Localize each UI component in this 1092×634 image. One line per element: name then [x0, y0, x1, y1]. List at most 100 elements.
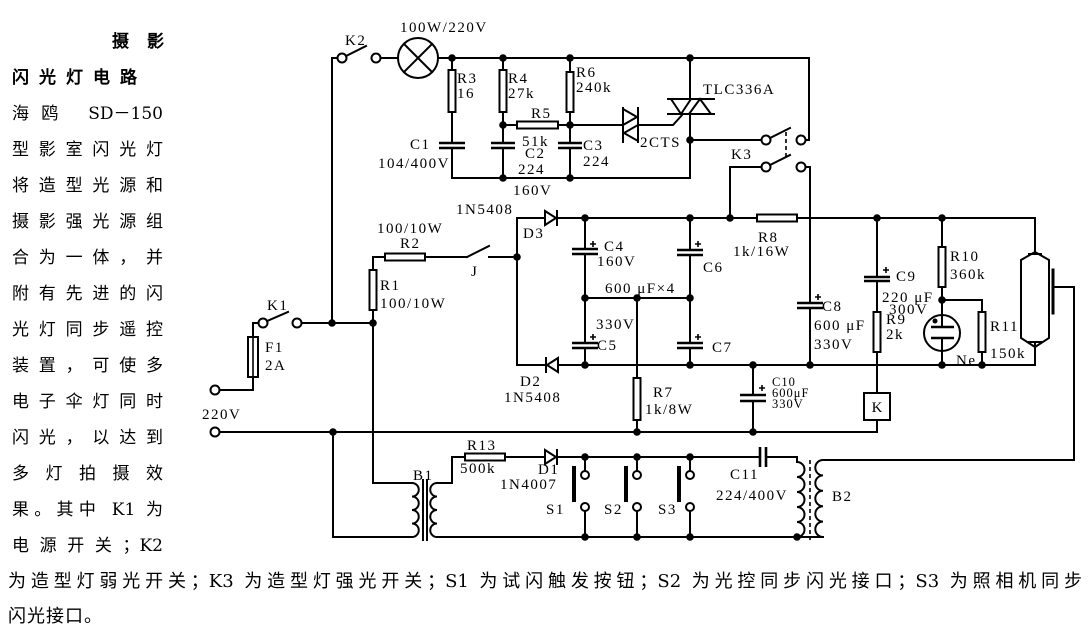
resistor-r9: R9 2k: [872, 311, 905, 353]
junction-dot: [938, 296, 946, 304]
caption-line: 将造型光源和: [12, 176, 163, 196]
resistor-r7-name: R7: [653, 385, 674, 401]
diode-symbol: [545, 356, 559, 374]
capacitor-c1-value: 104/400V: [378, 156, 450, 172]
capacitor-c10-name: C10: [772, 375, 796, 389]
capacitor-c10: C10 600μF 330V: [740, 375, 809, 411]
resistor-symbol: [632, 377, 642, 421]
resistor-r2: 100/10W R2: [377, 221, 442, 262]
junction-dot: [581, 361, 589, 369]
switch-k2-name: K2: [345, 33, 366, 49]
triac-part: TLC336A: [703, 82, 775, 98]
junction-dot: [499, 54, 507, 62]
capacitor-c3-value: 224: [583, 154, 610, 170]
relay-k-name: K: [872, 400, 883, 416]
resistor-r11: R11 150k: [977, 311, 1025, 362]
wire-r1-r2-j: [372, 256, 518, 324]
capacitor-symbol: [572, 341, 598, 350]
switch-contact: [795, 161, 807, 173]
terminal-live: [209, 384, 221, 396]
wire-triac: [689, 57, 763, 179]
capacitor-symbol: [797, 301, 823, 310]
pushbutton-s1-name: S1: [546, 502, 565, 518]
resistor-symbol: [977, 311, 987, 353]
junction-dot: [686, 361, 694, 369]
sync-port-s2: S2: [604, 466, 642, 518]
resistor-r6: R6 240k: [565, 65, 611, 113]
resistor-r11-name: R11: [990, 319, 1019, 335]
fuse-f1-name: F1: [265, 340, 284, 356]
caption-line: 果。其中 K1 为: [12, 500, 163, 520]
capacitor-c3: C3 224: [558, 138, 610, 170]
b1-core: [422, 479, 428, 541]
b2-primary-coil: [795, 460, 806, 539]
capacitor-c11: C11 224/400V: [716, 447, 787, 504]
relay-coil-box: [863, 392, 891, 421]
junction-dot: [566, 54, 574, 62]
resistor-symbol: [384, 252, 426, 262]
mains-terminals: 220V: [202, 384, 240, 438]
caption-line: 摄影强光源组: [12, 212, 163, 232]
neon-gas-dot: [932, 318, 938, 324]
resistor-symbol: [464, 452, 506, 462]
plus-icon: [695, 241, 701, 247]
caption-line: 海鸥 SD－150: [12, 104, 163, 124]
wire-k3-lower-left: [729, 166, 763, 219]
b1-primary-coil: [410, 481, 420, 539]
switch-contact: [291, 317, 303, 329]
neon-lamp: Ne: [923, 314, 975, 369]
junction-dot: [633, 428, 641, 436]
resistor-r8-value: 1k/16W: [733, 244, 790, 260]
capacitor-c10-value: 600μF: [772, 386, 809, 400]
plus-icon: [759, 385, 765, 391]
wire-switches: [584, 456, 691, 538]
junction-dot: [806, 361, 814, 369]
junction-dot: [633, 533, 641, 541]
resistor-r4-value: 27k: [508, 86, 535, 102]
capacitor-symbol: [758, 447, 768, 467]
capacitor-symbol: [864, 275, 890, 283]
junction-dot: [749, 361, 757, 369]
resistor-symbol: [756, 213, 798, 223]
junction-dot: [581, 214, 589, 222]
resistor-r3-value: 16: [457, 86, 475, 102]
junction-dot: [686, 294, 694, 302]
diode-d1: D1 1N4007: [500, 448, 558, 493]
lamp-cross: [402, 42, 434, 74]
resistor-r9-value: 2k: [886, 327, 904, 343]
caption-line: 光灯同步遥控: [12, 320, 163, 340]
resistor-r13-value: 500k: [460, 461, 496, 477]
resistor-r4-name: R4: [508, 71, 529, 87]
flash-tube-electrodes: [1028, 217, 1042, 366]
resistor-r7-value: 1k/8W: [645, 402, 693, 418]
capacitor-c6: C6: [677, 241, 722, 276]
fuse-f1-value: 2A: [265, 358, 286, 374]
capacitor-c9-value: 220 μF: [882, 290, 934, 306]
caption-line: 闪光，以达到: [12, 428, 163, 448]
neon-electrodes: [931, 325, 954, 340]
junction-dot: [328, 319, 336, 327]
switch-contact: [795, 134, 807, 146]
junction-dot: [686, 533, 694, 541]
junction-dot: [686, 453, 694, 461]
plus-icon: [590, 334, 596, 340]
resistor-r6-name: R6: [576, 65, 597, 81]
b2-secondary-coil: [814, 458, 825, 539]
wire-trigger-supply: [436, 456, 798, 484]
junction-dot: [686, 54, 694, 62]
diode-d2-part: 1N5408: [504, 390, 561, 406]
resistor-r1-name: R1: [380, 278, 401, 294]
switch-k2: K2: [336, 33, 382, 64]
capacitor-c4-name: C4: [604, 239, 625, 255]
transformer-b1: B1: [410, 468, 439, 541]
junction-dot: [566, 121, 574, 129]
capacitor-c3-name: C3: [583, 138, 604, 154]
plus-icon: [815, 294, 821, 300]
junction-dot: [633, 453, 641, 461]
diode-d3: 1N5408 D3: [456, 202, 558, 242]
capacitor-c9-name: C9: [896, 269, 917, 285]
sync-port-s3: S3: [658, 466, 695, 518]
junction-dot: [686, 136, 694, 144]
junction-dots: [328, 54, 986, 541]
